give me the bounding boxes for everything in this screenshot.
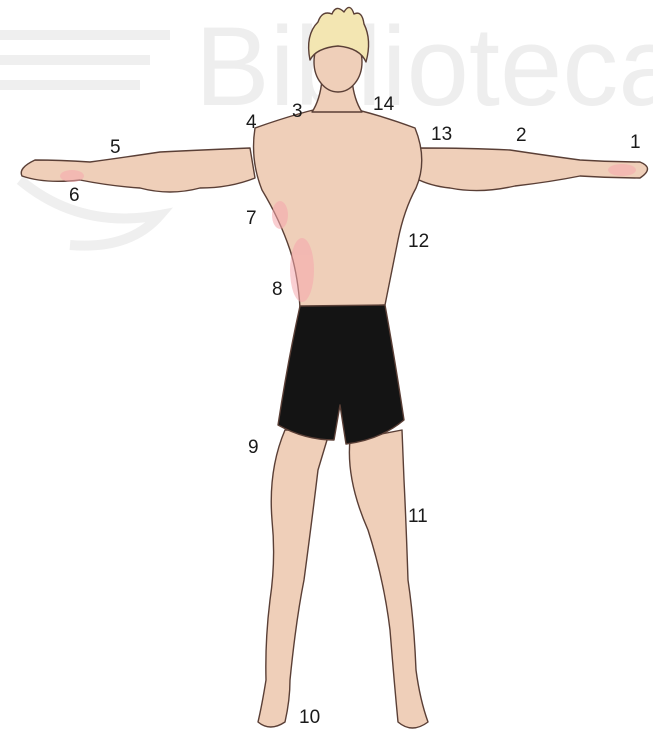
label-7: 7 [246,208,257,229]
label-4: 4 [246,112,257,133]
label-6: 6 [69,185,80,206]
highlight-left-hand [60,170,84,182]
highlight-left-flank [290,238,314,302]
label-10: 10 [299,707,320,728]
label-8: 8 [272,279,283,300]
watermark-text: Biblioteca [195,4,653,129]
label-1: 1 [630,132,641,153]
highlight-right-hand [608,164,636,176]
left-leg [258,430,330,727]
label-5: 5 [110,137,121,158]
label-13: 13 [431,124,452,145]
label-3: 3 [292,101,303,122]
highlight-left-side [272,201,288,229]
label-12: 12 [408,231,429,252]
right-leg [349,430,428,728]
label-2: 2 [516,125,527,146]
label-11: 11 [408,506,428,527]
label-14: 14 [373,94,395,115]
left-arm [21,148,255,192]
label-9: 9 [248,437,259,458]
shorts [278,305,404,444]
watermark-logo [0,35,170,246]
